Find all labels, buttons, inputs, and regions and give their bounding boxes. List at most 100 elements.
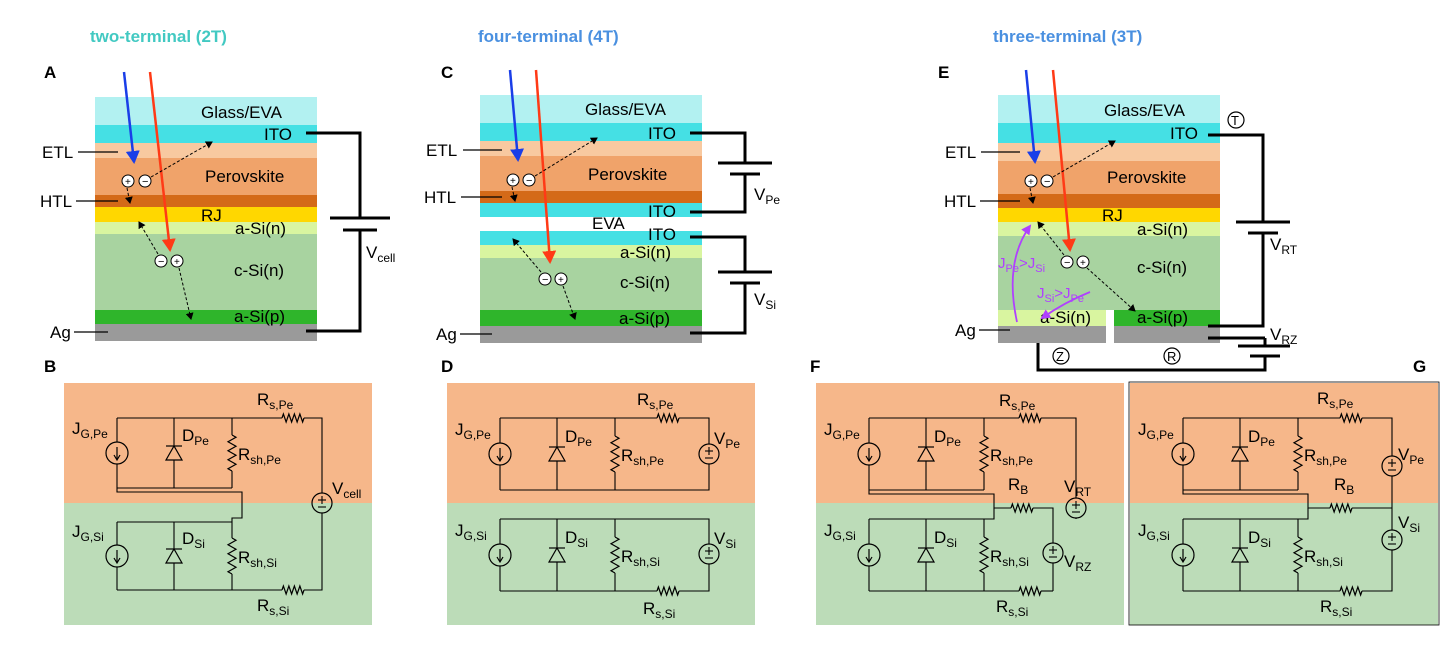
electron-carrier [1060, 255, 1074, 269]
electron-carrier [538, 272, 552, 286]
terminal-r-label: R [1167, 349, 1176, 364]
red-light-ray [148, 71, 176, 252]
ito-layer [480, 231, 702, 245]
voltage-label: VRZ [1064, 552, 1091, 574]
etl-side-label: ETL [42, 143, 73, 162]
source-label: JG,Si [1138, 521, 1170, 543]
etl-side-label: ETL [426, 141, 457, 160]
hole-carrier [506, 173, 520, 187]
source-label: JG,Pe [1138, 420, 1174, 442]
resistor-icon [978, 435, 990, 473]
a-si-n-layer [998, 310, 1106, 326]
resistor-icon [281, 412, 305, 424]
resistor-icon [1018, 412, 1042, 424]
red-light-ray [534, 69, 557, 264]
voltage-label: VSi [714, 529, 736, 551]
glass-label: Glass/EVA [1104, 101, 1186, 120]
a-si-n-layer [480, 245, 702, 258]
resistor-icon [1329, 502, 1353, 514]
diode-label: DSi [565, 528, 588, 550]
current-arrow-pe [1011, 224, 1032, 323]
diode-label: DPe [934, 427, 961, 449]
resistor-icon [609, 536, 621, 574]
silicon-subcell-panel [816, 503, 1124, 625]
resistor-icon [1292, 435, 1304, 473]
electron-carrier [1040, 174, 1054, 188]
series-resistor-label: Rs,Si [643, 599, 675, 621]
voltage-label: Vcell [332, 479, 361, 501]
series-resistor-label: Rs,Pe [1317, 389, 1354, 411]
diode-label: DPe [565, 427, 592, 449]
electron-sign: − [1044, 176, 1050, 188]
shunt-label: Rsh,Si [621, 547, 660, 569]
hole-sign: + [510, 176, 516, 187]
series-resistor-label: RB [1008, 475, 1028, 497]
c-si-layer [480, 258, 702, 310]
hole-sign: + [174, 257, 180, 268]
shunt-label: Rsh,Si [990, 547, 1029, 569]
terminal-r-icon [1163, 347, 1181, 365]
perovskite-subcell-panel [64, 383, 372, 503]
ag-layer [998, 326, 1106, 343]
electron-sign: − [1064, 257, 1070, 269]
a-si-n-layer [998, 222, 1220, 236]
hole-sign: + [125, 177, 131, 188]
source-label: JG,Si [455, 521, 487, 543]
etl-layer [480, 141, 702, 156]
terminal-z-label: Z [1056, 349, 1064, 364]
blue-light-ray [1024, 69, 1041, 164]
voltage-label: VRT [1064, 477, 1092, 499]
silicon-subcell-panel [1130, 503, 1438, 625]
voltage-label: VSi [1398, 513, 1420, 535]
panel-label-g: G [1413, 357, 1426, 376]
glass-label: Glass/EVA [201, 103, 283, 122]
series-resistor-label: Rs,Pe [999, 391, 1036, 413]
rj-label: RJ [201, 206, 222, 225]
electron-carrier [138, 174, 152, 188]
v-cell-label: Vcell [366, 243, 395, 265]
current-arrow-si [1040, 291, 1091, 320]
resistor-icon [656, 412, 680, 424]
ito-label: ITO [648, 225, 676, 244]
c-si-layer [95, 234, 317, 310]
panel-frame [1128, 381, 1440, 626]
htl-side-label: HTL [944, 192, 976, 211]
electron-sign: − [158, 256, 164, 268]
a-si-n-label: a-Si(n) [1040, 308, 1091, 327]
ag-side-label: Ag [436, 325, 457, 344]
c-si-label: c-Si(n) [1137, 258, 1187, 277]
hole-sign: + [1028, 177, 1034, 188]
glass-layer [480, 95, 702, 123]
c-si-layer [998, 236, 1220, 310]
rj-label: RJ [1102, 206, 1123, 225]
silicon-subcell-panel [447, 503, 755, 625]
glass-label: Glass/EVA [585, 100, 667, 119]
glass-layer [95, 97, 317, 125]
ito-label: ITO [1170, 124, 1198, 143]
etl-layer [95, 143, 317, 158]
voltage-label: VPe [1398, 445, 1424, 467]
series-resistor-label: Rs,Si [996, 597, 1028, 619]
heading-two-terminal: two-terminal (2T) [90, 27, 227, 46]
ito-layer [998, 123, 1220, 143]
ito-layer [480, 123, 702, 141]
htl-side-label: HTL [40, 192, 72, 211]
ito-layer [95, 125, 317, 143]
silicon-subcell-panel [64, 503, 372, 625]
diode-label: DPe [1248, 427, 1275, 449]
resistor-icon [226, 434, 238, 472]
panel-label-a: A [44, 63, 56, 82]
terminal-t-label: T [1231, 113, 1239, 128]
heading-four-terminal: four-terminal (4T) [478, 27, 619, 46]
red-light-ray [1051, 69, 1076, 252]
c-si-label: c-Si(n) [234, 261, 284, 280]
hole-carrier [1076, 255, 1090, 269]
a-si-n-label: a-Si(n) [235, 219, 286, 238]
electron-carrier [154, 254, 168, 268]
v-si-label: VSi [754, 290, 776, 312]
electron-carrier [522, 173, 536, 187]
v-pe-label: VPe [754, 185, 780, 207]
panel-label-e: E [938, 63, 949, 82]
